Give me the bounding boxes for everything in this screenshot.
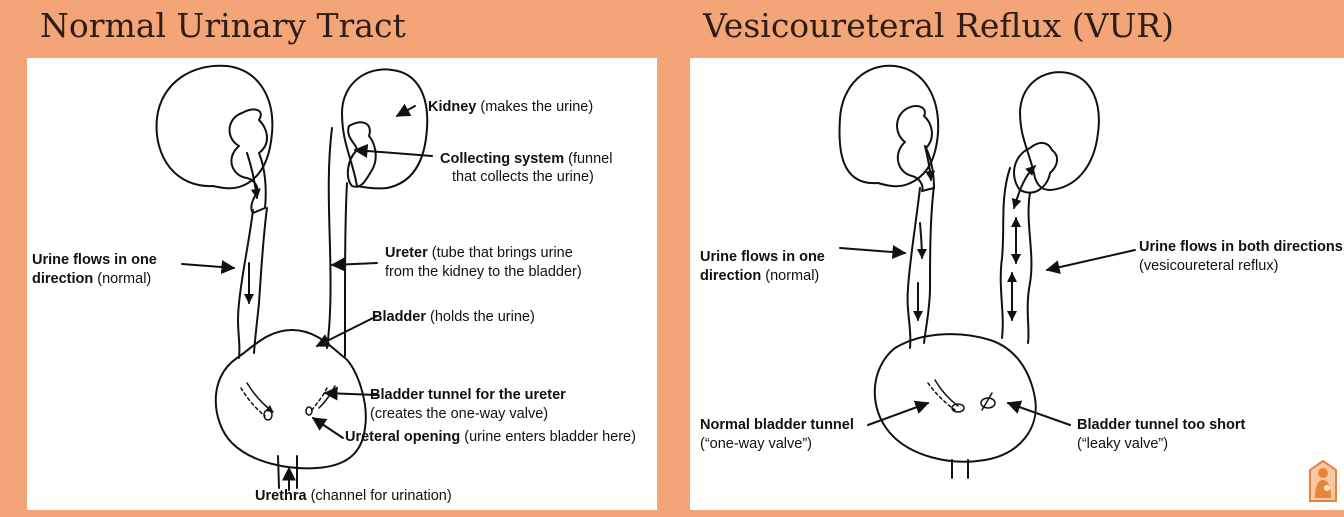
left-collecting-system	[230, 109, 267, 213]
vur-urine-flow-label: Urine flows in one	[700, 248, 825, 267]
vur-right-ureter-inner	[1028, 193, 1032, 343]
bladder-shape	[216, 330, 366, 468]
ureteral-opening-label: Ureteral opening (urine enters bladder h…	[345, 428, 636, 447]
short-tunnel-label: Bladder tunnel too short	[1077, 416, 1245, 435]
vur-left-kidney-shape	[839, 66, 938, 187]
bladder-tunnel-label: Bladder tunnel for the ureter	[370, 386, 566, 405]
normal-tunnel-label: Normal bladder tunnel	[700, 416, 854, 435]
urethra-label: Urethra (channel for urination)	[255, 487, 452, 506]
both-directions-label: Urine flows in both directions	[1139, 238, 1343, 257]
normal-tunnel-label-line2: (“one-way valve”)	[700, 435, 812, 454]
left-ureter-inner	[254, 208, 267, 353]
vur-left-ureter-outer	[908, 188, 920, 348]
ureter-label: Ureter (tube that brings urine	[385, 244, 573, 263]
collecting-system-label: Collecting system (funnel	[440, 150, 612, 169]
vur-left-collecting-system	[897, 106, 934, 191]
right-title: Vesicoureteral Reflux (VUR)	[703, 6, 1174, 45]
right-diagram-panel: Urine flows in one direction (normal) Ur…	[690, 58, 1344, 510]
vur-right-collecting-system	[1014, 143, 1057, 193]
urine-flow-label: Urine flows in one	[32, 251, 157, 270]
collecting-system-label-line2: that collects the urine)	[452, 168, 594, 187]
vur-right-ureter-outer	[1001, 168, 1010, 338]
short-tunnel-label-line2: (“leaky valve”)	[1077, 435, 1168, 454]
urine-flow-label-line2: direction (normal)	[32, 270, 151, 289]
kidney-label: Kidney (makes the urine)	[428, 98, 593, 117]
right-kidney-shape	[342, 69, 427, 188]
vur-urine-flow-label-line2: direction (normal)	[700, 267, 819, 286]
right-collecting-system	[348, 122, 376, 186]
left-diagram-panel: Kidney (makes the urine) Collecting syst…	[27, 58, 657, 510]
left-kidney-shape	[157, 66, 273, 189]
bladder-tunnel-label-line2: (creates the one-way valve)	[370, 405, 548, 424]
urethra-left	[278, 456, 279, 488]
vur-bladder-shape	[875, 334, 1036, 462]
left-ureter-outer	[238, 210, 253, 358]
family-logo-icon	[1306, 458, 1340, 504]
ureter-label-line2: from the kidney to the bladder)	[385, 263, 582, 282]
left-title: Normal Urinary Tract	[40, 6, 406, 45]
both-directions-label-line2: (vesicoureteral reflux)	[1139, 257, 1278, 276]
bladder-label: Bladder (holds the urine)	[372, 308, 535, 327]
right-ureter-outer	[327, 128, 332, 348]
vur-right-kidney-shape	[1020, 72, 1099, 190]
vur-left-ureter-inner	[924, 186, 934, 343]
